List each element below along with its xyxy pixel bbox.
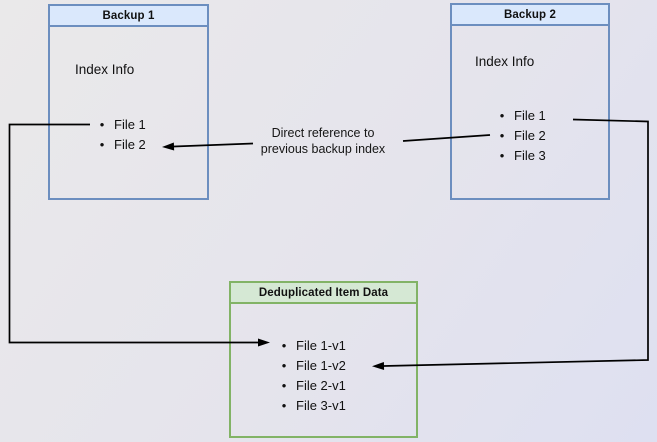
list-item: • File 3-v1 [277, 395, 346, 415]
list-item-label: File 1-v1 [296, 337, 346, 353]
list-item: • File 2 [95, 134, 146, 154]
direct-reference-label: Direct reference to previous backup inde… [247, 126, 399, 157]
backup2-subtitle: Index Info [475, 54, 535, 69]
list-item: • File 1-v1 [277, 335, 346, 355]
list-item-label: File 3 [514, 147, 546, 163]
list-item: • File 2-v1 [277, 375, 346, 395]
list-item: • File 1 [95, 114, 146, 134]
list-item-label: File 1-v2 [296, 357, 346, 373]
bullet-icon: • [99, 136, 105, 152]
backup1-title: Backup 1 [50, 6, 207, 27]
bullet-icon: • [281, 397, 287, 413]
dedup-title: Deduplicated Item Data [231, 283, 416, 304]
bullet-icon: • [499, 107, 505, 123]
list-item-label: File 2-v1 [296, 377, 346, 393]
direct-reference-label-line1: Direct reference to [271, 126, 375, 140]
list-item-label: File 2 [514, 127, 546, 143]
bullet-icon: • [499, 147, 505, 163]
backup2-title: Backup 2 [452, 5, 608, 26]
list-item-label: File 1 [514, 107, 546, 123]
bullet-icon: • [281, 377, 287, 393]
backup2-file-list: • File 1 • File 2 • File 3 [495, 105, 546, 165]
list-item: • File 1-v2 [277, 355, 346, 375]
dedup-node: Deduplicated Item Data [229, 281, 418, 438]
bullet-icon: • [499, 127, 505, 143]
list-item-label: File 3-v1 [296, 397, 346, 413]
backup1-file-list: • File 1 • File 2 [95, 114, 146, 154]
list-item: • File 1 [495, 105, 546, 125]
dedup-file-list: • File 1-v1 • File 1-v2 • File 2-v1 • File 3-v1 [277, 335, 346, 415]
backup1-node: Backup 1 [48, 4, 209, 200]
bullet-icon: • [281, 337, 287, 353]
backup2-node: Backup 2 [450, 3, 610, 200]
list-item-label: File 2 [114, 136, 146, 152]
backup1-subtitle: Index Info [75, 62, 135, 77]
bullet-icon: • [99, 116, 105, 132]
list-item: • File 3 [495, 145, 546, 165]
bullet-icon: • [281, 357, 287, 373]
list-item-label: File 1 [114, 116, 146, 132]
direct-reference-label-line2: previous backup index [260, 141, 386, 156]
list-item: • File 2 [495, 125, 546, 145]
